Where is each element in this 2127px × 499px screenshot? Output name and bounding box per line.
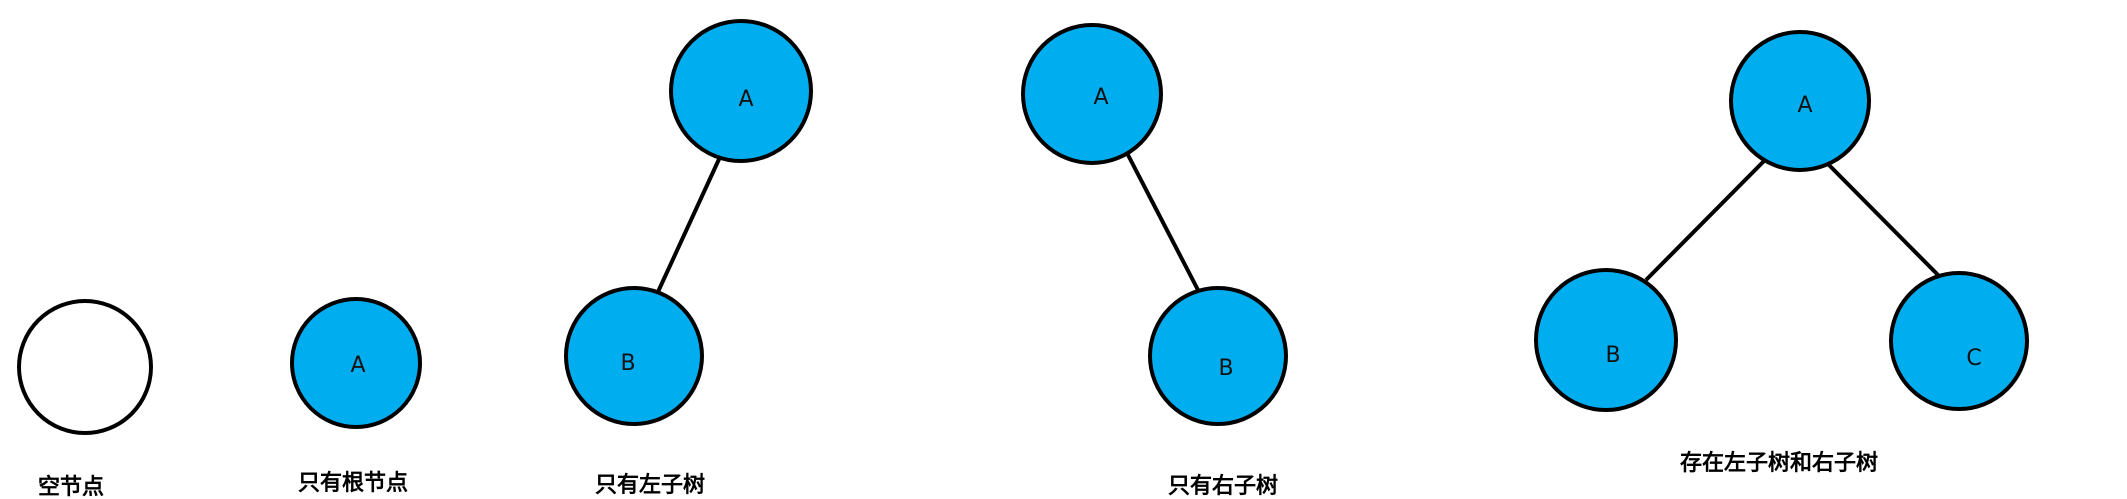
empty-node xyxy=(17,299,153,435)
caption-right-only: 只有右子树 xyxy=(1168,473,1278,499)
root-node-a xyxy=(1021,23,1163,165)
root-node-a-label: A xyxy=(1797,93,1812,118)
right-child-node-c-label: C xyxy=(1966,346,1981,371)
tree-both-subtrees: A B C 存在左子树和右子树 xyxy=(1534,30,2029,476)
tree-right-only: A B 只有右子树 xyxy=(1021,23,1288,499)
root-node-label: A xyxy=(350,353,365,378)
edge-a-b-right xyxy=(1125,152,1200,291)
tree-left-only: A B 只有左子树 xyxy=(564,19,813,498)
tree-empty: 空节点 xyxy=(17,299,153,499)
root-node-a xyxy=(669,19,813,163)
root-node-a-label: A xyxy=(738,87,753,112)
right-child-node-b-label: B xyxy=(1218,356,1233,381)
left-child-node-b-label: B xyxy=(1605,343,1620,368)
caption-empty-node: 空节点 xyxy=(38,474,104,499)
edge-a-b xyxy=(1644,158,1767,282)
tree-root-only: A 只有根节点 xyxy=(290,297,422,496)
caption-root-only: 只有根节点 xyxy=(298,470,408,496)
right-child-node-b xyxy=(1148,286,1288,426)
edge-a-c xyxy=(1824,160,1942,279)
right-child-node-c xyxy=(1889,271,2029,411)
root-node-a-label: A xyxy=(1093,85,1108,110)
edge-a-b-left xyxy=(655,156,722,295)
root-node xyxy=(290,297,422,429)
root-node-a xyxy=(1729,30,1871,172)
caption-left-only: 只有左子树 xyxy=(595,472,705,498)
caption-both-subtrees: 存在左子树和右子树 xyxy=(1680,450,1878,476)
left-child-node-b xyxy=(1534,268,1678,412)
left-child-node-b-label: B xyxy=(620,351,635,376)
left-child-node-b xyxy=(564,286,704,426)
